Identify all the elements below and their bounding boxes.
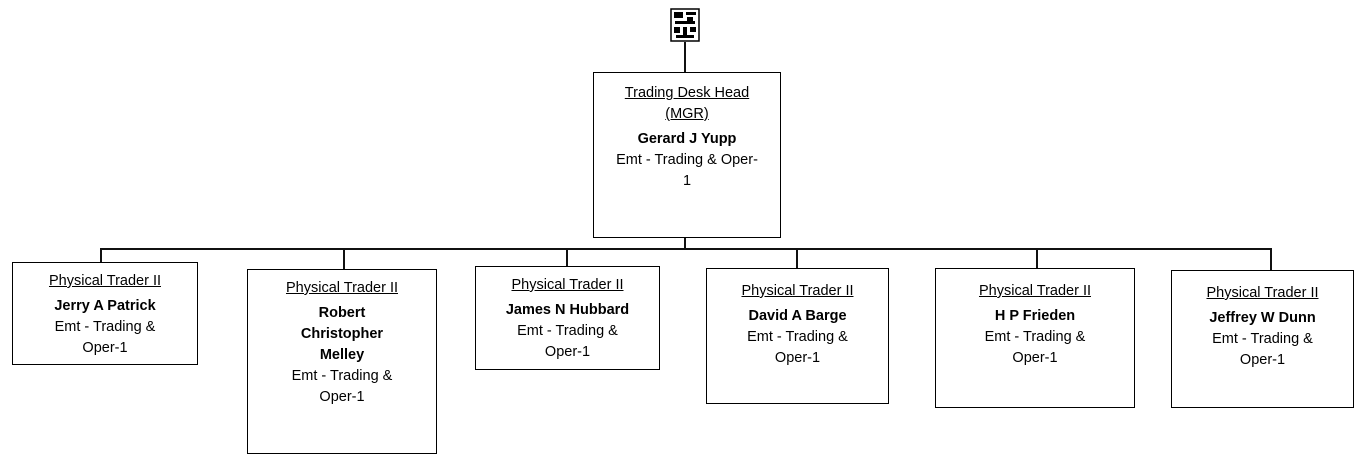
root-position-box[interactable]: Trading Desk Head (MGR) Gerard J Yupp Em… (593, 72, 781, 238)
org-logo-icon (670, 8, 700, 42)
root-name: Gerard J Yupp (637, 131, 737, 147)
report-name: Robert Christopher Melley (300, 305, 384, 363)
root-dept: Emt - Trading & Oper-1 (616, 152, 758, 189)
report-box-3[interactable]: Physical Trader II James N Hubbard Emt -… (475, 266, 660, 370)
report-dept: Emt - Trading & Oper-1 (54, 319, 156, 356)
report-title: Physical Trader II (978, 283, 1091, 299)
connector-logo-to-root (684, 42, 686, 72)
report-name: H P Frieden (994, 308, 1076, 324)
connector-report-4 (796, 248, 798, 268)
report-name: Jerry A Patrick (54, 298, 156, 314)
report-name: James N Hubbard (505, 302, 630, 318)
connector-root-down (684, 238, 686, 250)
report-dept: Emt - Trading & Oper-1 (747, 329, 848, 366)
report-title: Physical Trader II (741, 283, 854, 299)
connector-report-6 (1270, 248, 1272, 270)
report-title: Physical Trader II (285, 280, 398, 296)
connector-horizontal-bus (100, 248, 1272, 250)
report-dept: Emt - Trading & Oper-1 (517, 323, 618, 360)
report-dept: Emt - Trading & Oper-1 (291, 368, 393, 405)
root-title: Trading Desk Head (624, 85, 750, 101)
report-dept: Emt - Trading & Oper-1 (1212, 331, 1313, 368)
connector-report-2 (343, 248, 345, 269)
report-box-4[interactable]: Physical Trader II David A Barge Emt - T… (706, 268, 889, 404)
connector-report-1 (100, 248, 102, 262)
root-title-code: (MGR) (665, 106, 709, 122)
report-box-5[interactable]: Physical Trader II H P Frieden Emt - Tra… (935, 268, 1135, 408)
report-name: David A Barge (748, 308, 847, 324)
report-title: Physical Trader II (48, 273, 161, 289)
connector-report-3 (566, 248, 568, 266)
report-dept: Emt - Trading & Oper-1 (984, 329, 1086, 366)
report-box-6[interactable]: Physical Trader II Jeffrey W Dunn Emt - … (1171, 270, 1354, 408)
report-title: Physical Trader II (1206, 285, 1319, 301)
report-box-1[interactable]: Physical Trader II Jerry A Patrick Emt -… (12, 262, 198, 365)
report-box-2[interactable]: Physical Trader II Robert Christopher Me… (247, 269, 437, 454)
report-name: Jeffrey W Dunn (1209, 310, 1316, 326)
report-title: Physical Trader II (511, 277, 624, 293)
connector-report-5 (1036, 248, 1038, 268)
